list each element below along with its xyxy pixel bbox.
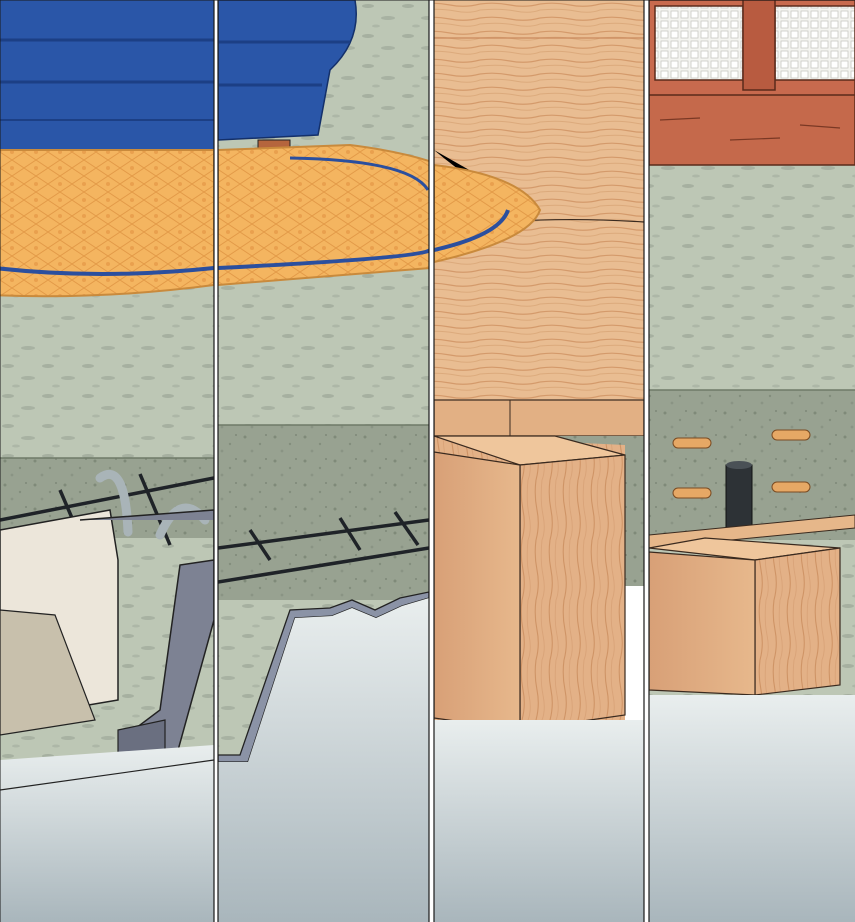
sofa — [0, 0, 214, 155]
window — [649, 0, 855, 165]
rug — [0, 150, 214, 296]
timber-joist — [434, 436, 625, 730]
panel-timber-joists — [434, 0, 644, 922]
panel-slab-dowels — [649, 0, 855, 922]
timber-block — [649, 538, 840, 695]
panel-precast-beam — [0, 0, 214, 922]
